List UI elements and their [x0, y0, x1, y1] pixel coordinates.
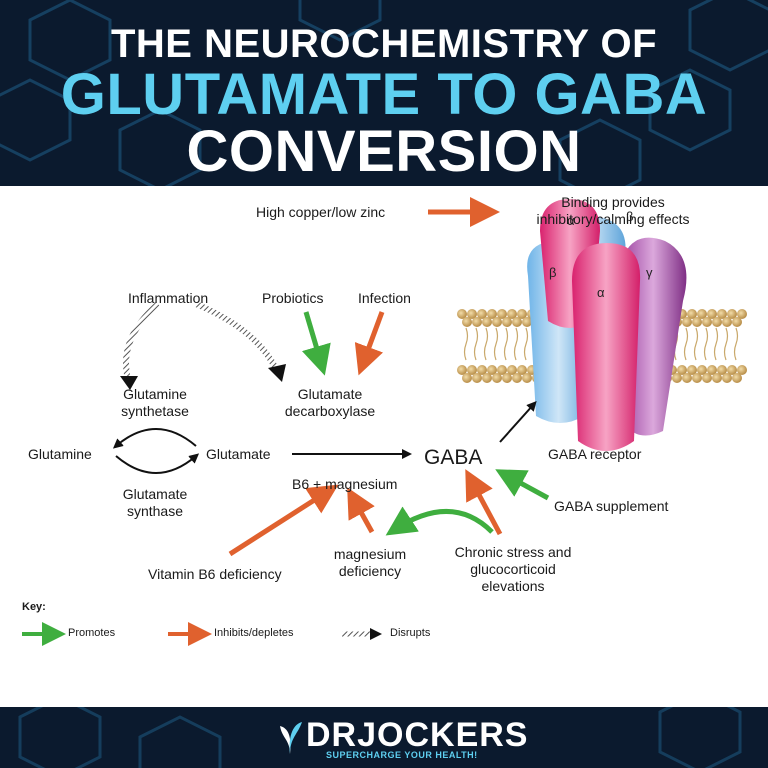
label-magnesium-deficiency: magnesium deficiency: [333, 546, 407, 579]
label-glutamine-synthetase: Glutamine synthetase: [121, 386, 189, 419]
inhibit-arrow-stress-gaba: [465, 469, 503, 536]
hexagon-pattern-background: [0, 0, 768, 186]
title-line-3: CONVERSION: [186, 119, 582, 184]
receptor-label-alpha-center: α: [597, 285, 605, 300]
label-inflammation: Inflammation: [128, 290, 209, 306]
gaba-receptor-graphic: [527, 199, 687, 451]
label-glutamine: Glutamine: [28, 446, 92, 462]
label-vitamin-b6-deficiency: Vitamin B6 deficiency: [148, 566, 282, 582]
label-gaba-receptor: GABA receptor: [548, 446, 642, 462]
label-chronic-stress: Chronic stress and glucocorticoid elevat…: [454, 544, 572, 594]
title-line-2: GLUTAMATE TO GABA: [60, 62, 708, 127]
arrow-glutamate-to-glutamine: [112, 428, 197, 449]
footer-hexagon-pattern: [18, 707, 742, 768]
receptor-label-beta-left: β: [549, 265, 557, 280]
brand-name: DRJOCKERS: [306, 716, 529, 754]
label-probiotics: Probiotics: [262, 290, 324, 306]
leaf-logo-icon: [280, 722, 302, 754]
receptor-subunit-alpha-front: [572, 243, 641, 451]
label-gaba: GABA: [424, 446, 483, 469]
key-promotes-label: Promotes: [68, 627, 116, 639]
label-glutamate-decarboxylase: Glutamate decarboxylase: [284, 386, 376, 419]
receptor-label-alpha-top: α: [567, 213, 575, 228]
key-title: Key:: [22, 601, 46, 613]
receptor-label-beta-top: β: [626, 209, 634, 224]
label-gaba-supplement: GABA supplement: [554, 498, 669, 514]
arrow-glutamine-to-glutamate: [115, 453, 200, 474]
inhibit-arrow-infection: [354, 311, 385, 376]
inhibit-arrow-vitamin-b6: [228, 484, 339, 557]
promote-arrow-gaba-supplement: [495, 469, 550, 501]
label-glutamate-synthase: Glutamate synthase: [122, 486, 188, 519]
label-glutamate: Glutamate: [206, 446, 271, 462]
header-banner: THE NEUROCHEMISTRY OF GLUTAMATE TO GABA …: [0, 0, 768, 186]
disrupt-arrow-inflammation-synthetase: [123, 301, 160, 380]
title-line-1: THE NEUROCHEMISTRY OF: [110, 22, 658, 66]
label-infection: Infection: [358, 290, 411, 306]
promote-arrow-stress-magnesium: [385, 506, 494, 536]
key-inhibits-label: Inhibits/depletes: [214, 627, 294, 639]
inhibit-arrow-magnesium: [347, 487, 375, 534]
pathway-diagram: [22, 197, 747, 646]
receptor-label-gamma: γ: [646, 265, 653, 280]
arrow-gaba-to-receptor: [499, 401, 537, 443]
disrupt-arrow-inflammation-decarboxylase: [194, 301, 279, 371]
label-b6-magnesium: B6 + magnesium: [292, 476, 398, 492]
promote-arrow-probiotics: [301, 311, 331, 376]
brand-tagline: SUPERCHARGE YOUR HEALTH!: [326, 750, 478, 760]
label-binding-effects: Binding provides inhibitory/calming effe…: [536, 194, 690, 227]
footer-banner: [0, 707, 768, 768]
key-disrupts-label: Disrupts: [390, 627, 431, 639]
label-high-copper: High copper/low zinc: [256, 204, 386, 220]
